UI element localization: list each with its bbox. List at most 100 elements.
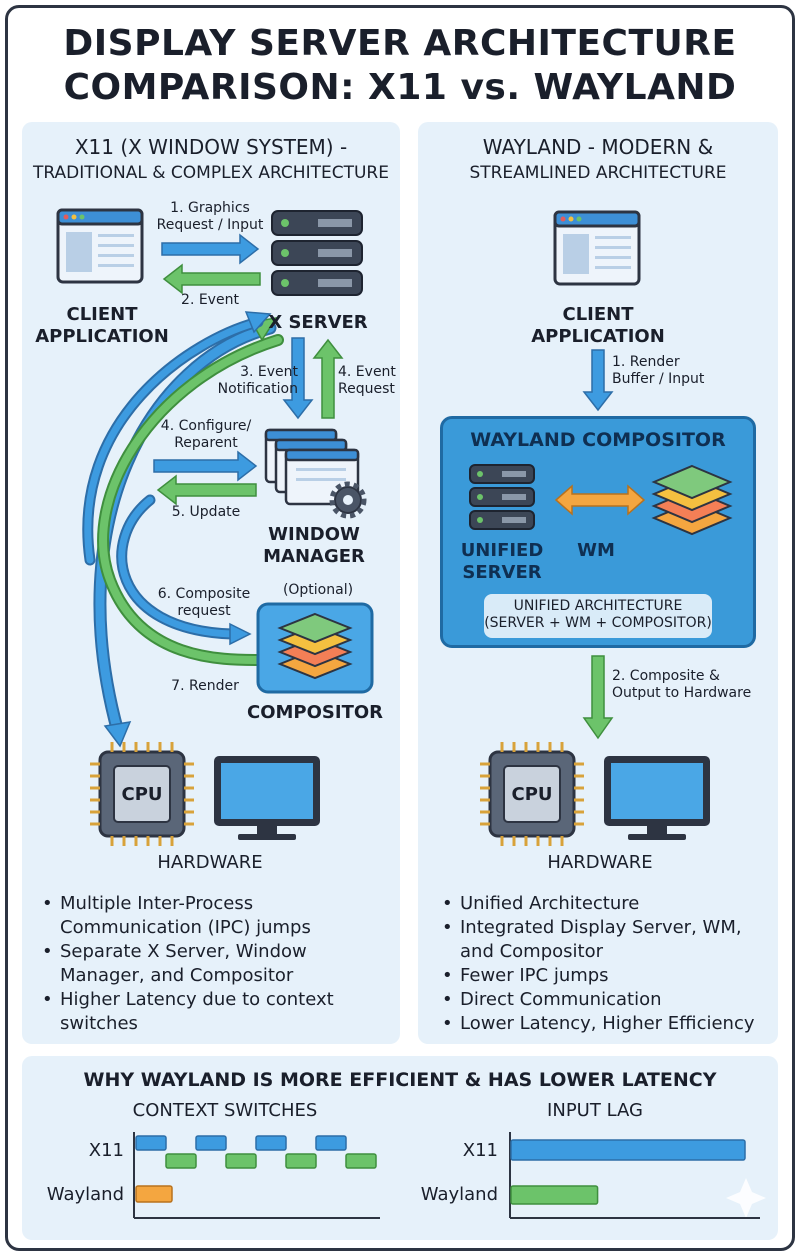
x11-bullet: Higher Latency due to context switches: [40, 988, 380, 1036]
wayland-layers-icon: [651, 464, 733, 536]
wayland-server-rack-icon: [469, 464, 535, 530]
ctx-bar-x11-segment: [345, 1153, 377, 1169]
x11-client-line-2: APPLICATION: [35, 326, 169, 347]
x11-step3-line-1: 3. Event: [240, 364, 298, 380]
wayland-bullet: Fewer IPC jumps: [440, 964, 776, 988]
x11-monitor-icon: [214, 756, 320, 840]
x11-step5-label: 5. Update: [171, 504, 241, 520]
efficiency-heading: WHY WAYLAND IS MORE EFFICIENT & HAS LOWE…: [83, 1069, 717, 1091]
sparkle-icon: [726, 1178, 766, 1218]
x11-step1-line-2: Request / Input: [156, 217, 264, 233]
x11-arrow-event-notification: [282, 337, 314, 420]
wayland-compositor-title: WAYLAND COMPOSITOR: [470, 429, 726, 451]
ctx-bar-x11-segment: [135, 1135, 167, 1151]
ctx-bar-x11-segment: [165, 1153, 197, 1169]
x11-step7-label: 7. Render: [171, 678, 239, 694]
lag-label-x11: X11: [462, 1140, 498, 1161]
x11-arrow-graphics-request: [161, 233, 260, 265]
wayland-hardware-label: HARDWARE: [547, 852, 653, 873]
wayland-step1-label: 1. Render Buffer / Input: [612, 354, 732, 388]
wayland-client-line-2: APPLICATION: [531, 326, 665, 347]
x11-step6-line-2: request: [177, 603, 231, 619]
x11-arrow-to-hardware: [103, 721, 132, 748]
wayland-unified-server-label: UNIFIED SERVER: [450, 540, 554, 584]
wayland-bullet: Unified Architecture: [440, 892, 776, 916]
wayland-bullet: Lower Latency, Higher Efficiency: [440, 1012, 776, 1036]
wayland-double-arrow: [554, 484, 646, 516]
unified-architecture-box: [484, 594, 712, 638]
x11-arrow-event: [162, 263, 261, 295]
wayland-cpu-chip-icon: [480, 742, 584, 846]
wayland-wm-label: WM: [577, 540, 615, 561]
ctx-bar-x11-segment: [195, 1135, 227, 1151]
wayland-step2-line-1: 2. Composite &: [612, 668, 720, 684]
x11-bullet: Multiple Inter-Process Communication (IP…: [40, 892, 380, 940]
ctx-bar-x11-segment: [255, 1135, 287, 1151]
page-title: DISPLAY SERVER ARCHITECTURE COMPARISON: …: [0, 22, 800, 110]
title-line-2: COMPARISON: X11 vs. WAYLAND: [63, 67, 737, 108]
x11-heading-line-2: TRADITIONAL & COMPLEX ARCHITECTURE: [33, 163, 389, 183]
x11-arrow-event-request: [312, 338, 344, 419]
x11-wm-label: WINDOW MANAGER: [254, 524, 374, 568]
x11-step1-line-1: 1. Graphics: [170, 200, 250, 216]
ctx-label-wayland: Wayland: [46, 1184, 124, 1205]
wayland-bullet: Direct Communication: [440, 988, 776, 1012]
gear-icon: [329, 481, 367, 519]
wayland-unified-line-1: UNIFIED: [460, 540, 544, 561]
wayland-heading: WAYLAND - MODERN & STREAMLINED ARCHITECT…: [418, 134, 778, 186]
x11-cpu-chip-icon: [90, 742, 194, 846]
x11-client-line-1: CLIENT: [66, 304, 138, 325]
wayland-unified-arch-line-1: UNIFIED ARCHITECTURE: [513, 598, 683, 614]
x11-server-rack-icon: [271, 210, 363, 296]
context-switches-title: CONTEXT SWITCHES: [132, 1100, 318, 1121]
ctx-label-x11: X11: [88, 1140, 124, 1161]
x11-compositor-label: COMPOSITOR: [246, 702, 384, 723]
x11-step4a-line-2: Request: [338, 381, 395, 397]
wayland-heading-line-1: WAYLAND - MODERN &: [482, 135, 714, 159]
x11-wm-line-2: MANAGER: [263, 546, 365, 567]
x11-window-manager-icon: [264, 428, 360, 506]
x11-step4a-line-1: 4. Event: [338, 364, 396, 380]
x11-arrow-update: [156, 474, 257, 506]
title-line-1: DISPLAY SERVER ARCHITECTURE: [63, 23, 737, 64]
ctx-bar-x11-segment: [315, 1135, 347, 1151]
lag-bar-wayland: [510, 1185, 599, 1205]
wayland-arrow-render-buffer: [582, 349, 614, 412]
wayland-unified-architecture-label: UNIFIED ARCHITECTURE (SERVER + WM + COMP…: [484, 598, 712, 632]
x11-step4b-line-1: 4. Configure/: [160, 418, 252, 434]
x11-step4a-label: 4. Event Request: [338, 364, 400, 398]
x11-bullet: Separate X Server, Window Manager, and C…: [40, 940, 380, 988]
wayland-bullet: Integrated Display Server, WM, and Compo…: [440, 916, 776, 964]
x11-step1-label: 1. Graphics Request / Input: [150, 200, 270, 234]
lag-bar-x11: [510, 1139, 746, 1161]
x11-client-label: CLIENT APPLICATION: [30, 304, 174, 348]
wayland-client-line-1: CLIENT: [562, 304, 634, 325]
x11-step4b-line-2: Reparent: [174, 435, 238, 451]
wayland-step1-line-2: Buffer / Input: [612, 371, 705, 387]
wayland-step2-label: 2. Composite & Output to Hardware: [612, 668, 762, 702]
x11-xserver-label: X SERVER: [268, 312, 368, 333]
wayland-bullet-list: Unified Architecture Integrated Display …: [440, 892, 776, 1036]
wayland-arrow-composite-output: [582, 655, 614, 740]
wayland-monitor-icon: [604, 756, 710, 840]
wayland-step2-line-2: Output to Hardware: [612, 685, 752, 701]
x11-step6-line-1: 6. Composite: [157, 586, 251, 602]
x11-step2-label: 2. Event: [181, 292, 239, 308]
ctx-bar-x11-segment: [285, 1153, 317, 1169]
ctx-bar-x11-segment: [225, 1153, 257, 1169]
wayland-client-label: CLIENT APPLICATION: [520, 304, 676, 348]
wayland-heading-line-2: STREAMLINED ARCHITECTURE: [469, 163, 727, 183]
x11-heading: X11 (X WINDOW SYSTEM) - TRADITIONAL & CO…: [22, 134, 400, 186]
x11-client-window-icon: [56, 208, 144, 284]
wayland-unified-line-2: SERVER: [462, 562, 542, 583]
x11-cpu-label: CPU: [121, 784, 163, 805]
ctx-bar-wayland-segment: [135, 1185, 173, 1203]
wayland-client-window-icon: [553, 210, 641, 286]
x11-step3-label: 3. Event Notification: [206, 364, 298, 398]
x11-optional-label: (Optional): [282, 582, 354, 598]
x11-wm-line-1: WINDOW: [268, 524, 360, 545]
wayland-cpu-label: CPU: [511, 784, 553, 805]
